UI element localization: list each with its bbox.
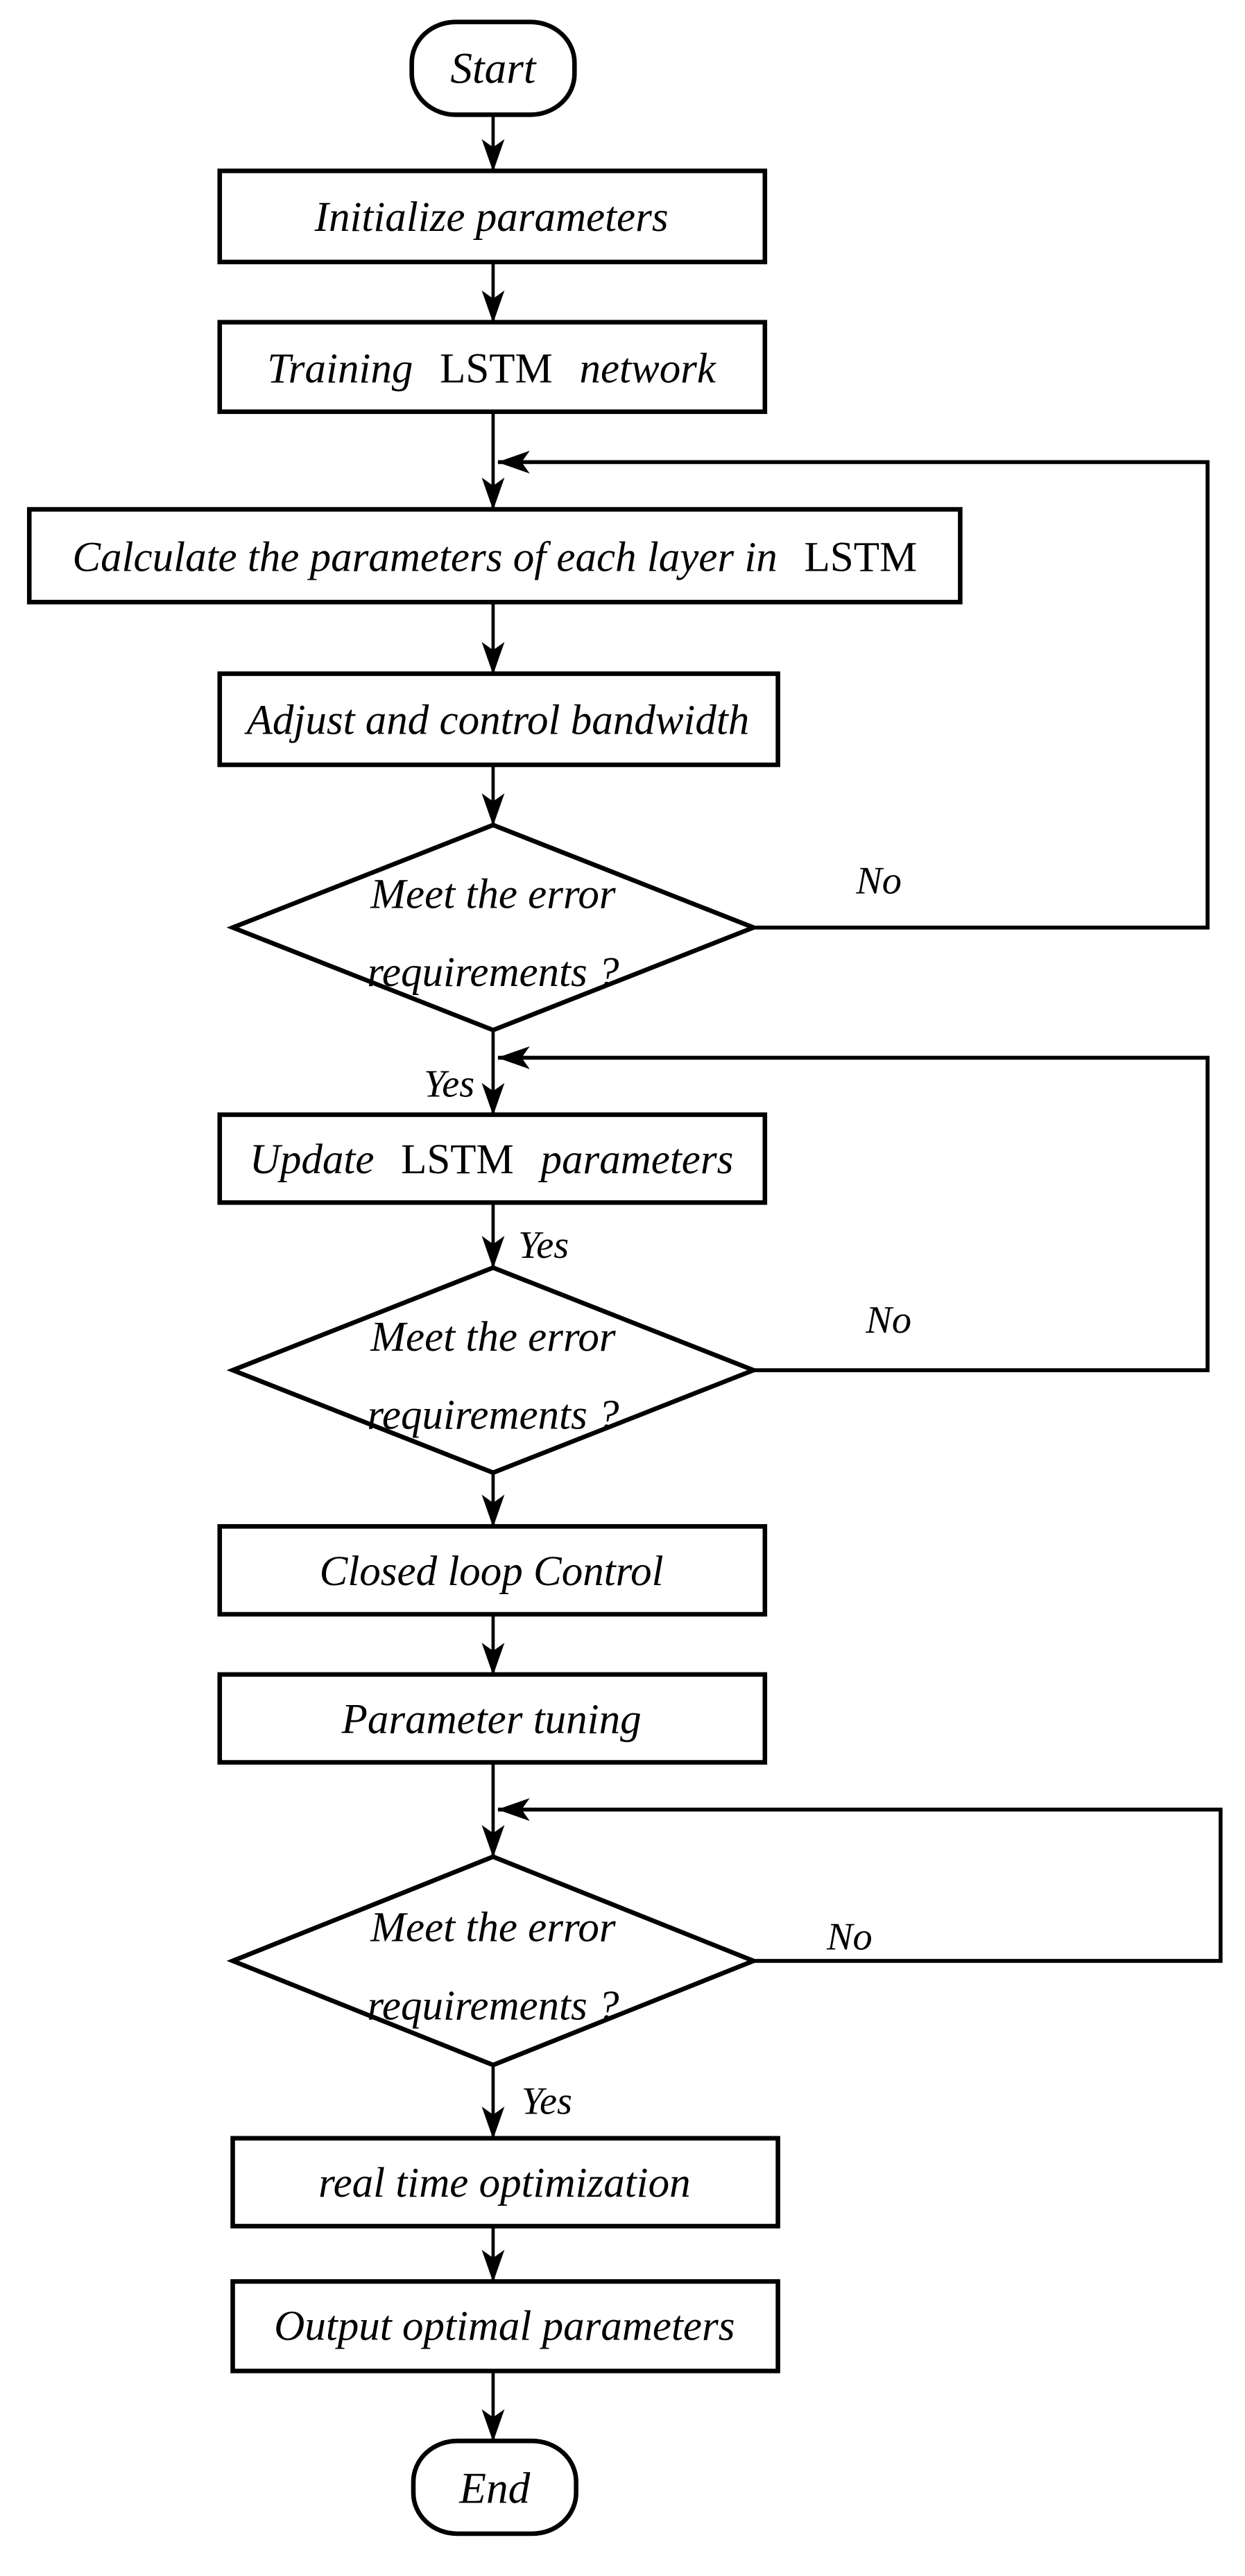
process-adjust-control-bandwidth-label: Adjust and control bandwidth	[244, 697, 750, 743]
flow-nodes	[26, 19, 963, 2536]
flow-node-labels: Start Initialize parameters Training LST…	[72, 44, 917, 2513]
decision-meet-error-2-shape	[226, 1265, 760, 1476]
decision-meet-error-1-label-line1: Meet the error	[370, 872, 616, 918]
process-output-optimal-parameters-label: Output optimal parameters	[274, 2303, 735, 2350]
process-real-time-optimization-shape	[230, 2136, 780, 2229]
decision-meet-error-2-label-line2: requirements ?	[367, 1392, 619, 1438]
edge-label-decision2-no: No	[865, 1299, 911, 1342]
process-calculate-layer-parameters-shape	[26, 507, 963, 605]
decision-meet-error-3-label-line2: requirements ?	[367, 1982, 619, 2029]
process-parameter-tuning-shape	[217, 1672, 768, 1765]
decision-meet-error-3-shape	[226, 1854, 760, 2068]
terminator-start-label: Start	[450, 44, 537, 93]
loop-decision1-no-return	[497, 451, 1210, 930]
process-real-time-optimization-label: real time optimization	[318, 2160, 691, 2206]
decision-meet-error-3-label-line1: Meet the error	[370, 1905, 616, 1951]
process-training-lstm-network-shape	[217, 320, 768, 415]
loop-decision3-no-return	[497, 1798, 1223, 1963]
edge-label-decision1-yes: Yes	[424, 1063, 474, 1106]
process-adjust-control-bandwidth-shape	[217, 671, 780, 768]
terminator-end-label: End	[458, 2464, 530, 2512]
flow-edge-labels: Yes No Yes No Yes No	[424, 859, 911, 2123]
decision-meet-error-2-label-line1: Meet the error	[370, 1314, 616, 1360]
process-initialize-parameters-shape	[217, 168, 768, 265]
edge-label-decision1-no: No	[855, 859, 902, 902]
process-training-lstm-network-label: Training LSTM network	[267, 345, 716, 392]
decision-meet-error-1-shape	[226, 822, 760, 1033]
edge-label-decision2-yes: Yes	[518, 1224, 569, 1267]
terminator-start-shape	[409, 19, 577, 117]
process-update-lstm-parameters-shape	[217, 1112, 768, 1205]
process-parameter-tuning-label: Parameter tuning	[341, 1696, 642, 1743]
loop-decision2-no-return	[497, 1046, 1210, 1372]
flow-arrows	[481, 114, 1223, 2442]
process-update-lstm-parameters-label: Update LSTM parameters	[250, 1136, 734, 1183]
edge-label-decision3-no: No	[826, 1915, 873, 1958]
process-initialize-parameters-label: Initialize parameters	[314, 194, 669, 241]
decision-meet-error-1-label-line2: requirements ?	[367, 949, 619, 996]
process-output-optimal-parameters-shape	[230, 2279, 780, 2374]
process-closed-loop-control-shape	[217, 1524, 768, 1617]
process-closed-loop-control-label: Closed loop Control	[320, 1548, 664, 1595]
terminator-end-shape	[411, 2438, 578, 2536]
process-calculate-layer-parameters-label: Calculate the parameters of each layer i…	[72, 535, 917, 581]
edge-label-decision3-yes: Yes	[522, 2080, 572, 2123]
